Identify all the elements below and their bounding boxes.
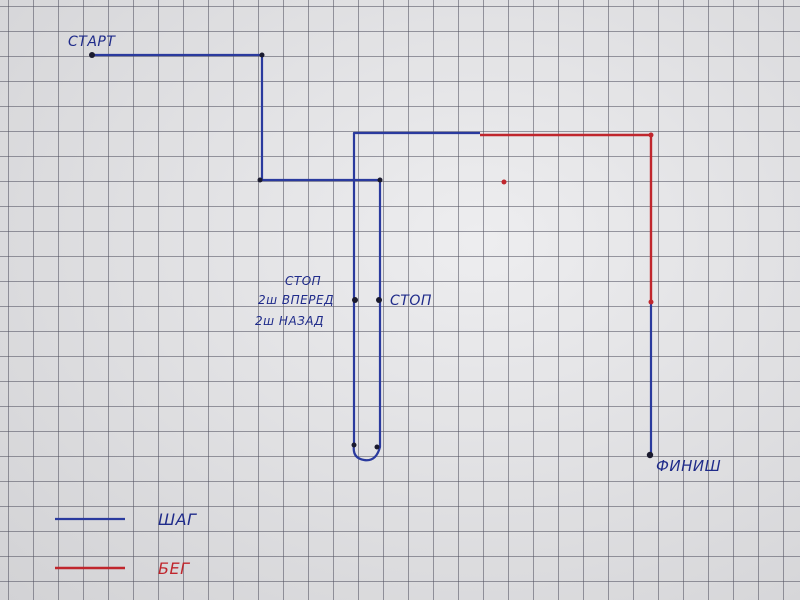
- start-dot: [89, 52, 95, 58]
- legend-run-label: БЕГ: [158, 559, 190, 578]
- stop-dot-right: [376, 297, 382, 303]
- red-mark-dot: [501, 179, 507, 185]
- corner-dot: [648, 132, 654, 138]
- two-steps-back-label: 2ш НАЗАД: [255, 314, 324, 328]
- stop-label-left: СТОП: [285, 274, 321, 288]
- stop-dot-left: [352, 297, 358, 303]
- walk-path: [92, 53, 480, 462]
- bottom-dot: [351, 442, 357, 448]
- two-steps-forward-label: 2ш ВПЕРЕД: [258, 293, 334, 307]
- finish-dot: [646, 451, 654, 459]
- turn-dot: [259, 52, 265, 58]
- turn-dot: [257, 177, 263, 183]
- legend-walk-label: ШАГ: [158, 510, 197, 529]
- run-path: [480, 133, 653, 302]
- start-label: СТАРТ: [68, 34, 116, 50]
- bottom-dot: [374, 444, 380, 450]
- turn-dot: [377, 177, 383, 183]
- finish-label: ФИНИШ: [656, 457, 721, 475]
- stop-label-right: СТОП: [390, 293, 432, 309]
- switch-dot: [648, 299, 654, 305]
